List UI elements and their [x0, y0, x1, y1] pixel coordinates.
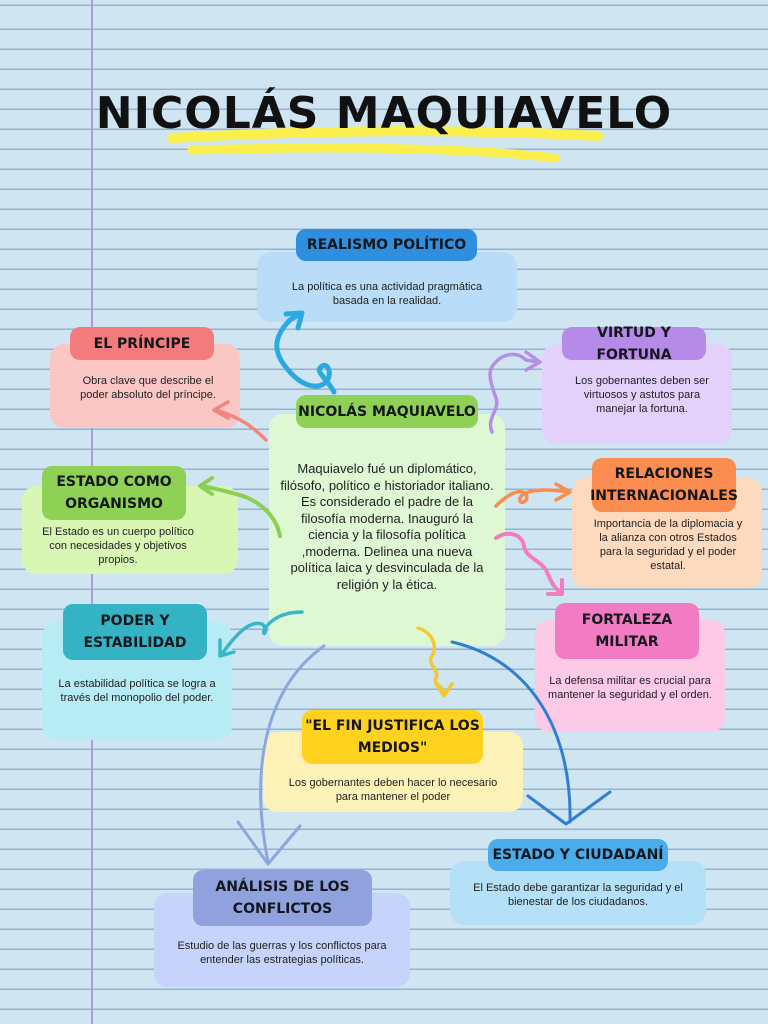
center-text: Maquiavelo fué un diplomático, filósofo,… — [280, 461, 494, 592]
virtud-label: VIRTUD Y FORTUNA — [562, 325, 706, 363]
center-label: NICOLÁS MAQUIAVELO — [296, 395, 478, 428]
ciudadani-text: El Estado debe garantizar la seguridad y… — [473, 882, 683, 908]
poder-label: PODER Y ESTABILIDAD — [63, 604, 207, 660]
virtud-card — [542, 344, 732, 444]
realismo-card — [257, 252, 517, 322]
principe-text: Obra clave que describe el poder absolut… — [80, 375, 216, 401]
analisis-label: ANÁLISIS DE LOS CONFLICTOS — [193, 870, 372, 926]
realismo-text: La política es una actividad pragmática … — [291, 281, 483, 307]
estado-organismo-text: El Estado es un cuerpo político con nece… — [42, 526, 194, 566]
estado-organismo-label: ESTADO COMO ORGANISMO — [42, 466, 186, 520]
page-title: NICOLÁS MAQUIAVELO — [95, 88, 673, 139]
relaciones-text: Importancia de la diplomacia y la alianz… — [593, 518, 743, 572]
fortaleza-text: La defensa militar es crucial para mante… — [548, 675, 712, 701]
center-card — [269, 414, 505, 646]
analisis-text: Estudio de las guerras y los conflictos … — [177, 940, 387, 966]
virtud-text: Los gobernantes deben ser virtuosos y as… — [575, 375, 709, 415]
fin-label: "EL FIN JUSTIFICA LOS MEDIOS" — [302, 710, 483, 764]
fin-text: Los gobernantes deben hacer lo necesario… — [288, 777, 498, 803]
realismo-label: REALISMO POLÍTICO — [296, 229, 477, 261]
fortaleza-label: FORTALEZA MILITAR — [555, 603, 699, 659]
principe-label: EL PRÍNCIPE — [70, 327, 214, 360]
title-wrap: NICOLÁS MAQUIAVELO — [0, 88, 768, 139]
relaciones-label: RELACIONES INTERNACIONALES — [590, 458, 738, 512]
ciudadani-card — [450, 861, 706, 925]
ciudadani-label: ESTADO Y CIUDADANÍ — [488, 839, 668, 871]
poder-text: La estabilidad política se logra a travé… — [58, 678, 216, 704]
